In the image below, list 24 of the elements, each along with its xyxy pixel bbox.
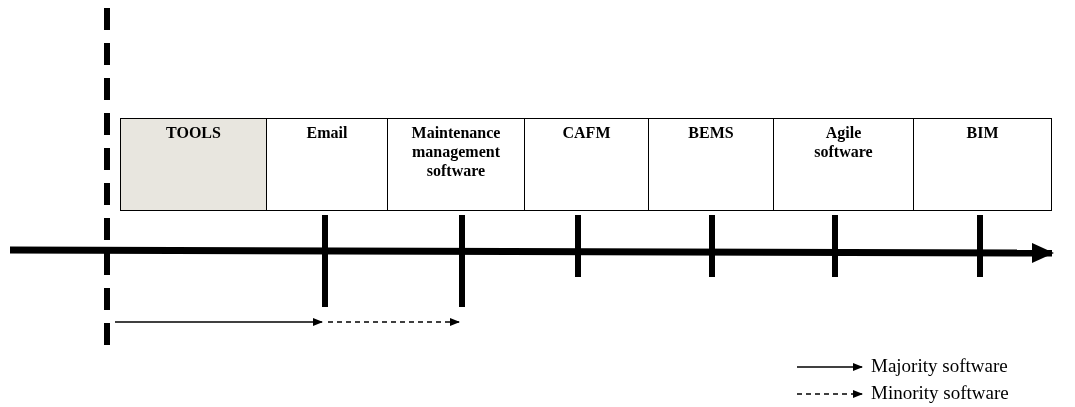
tool-label: BIM <box>966 123 999 142</box>
tool-box <box>266 118 388 211</box>
arrow <box>114 318 323 326</box>
arrow <box>327 318 460 326</box>
tick-mark <box>322 215 328 307</box>
legend-label: Majority software <box>871 355 1008 377</box>
tool-label: Maintenance management software <box>410 123 502 180</box>
tick-mark <box>832 215 838 277</box>
tool-label: TOOLS <box>166 123 221 142</box>
legend-label: Minority software <box>871 382 1009 404</box>
tool-box <box>120 118 267 211</box>
tool-box <box>773 118 914 211</box>
tool-label: Agile software <box>813 123 874 161</box>
tool-box <box>524 118 649 211</box>
tool-box <box>387 118 525 211</box>
tick-mark <box>977 215 983 277</box>
tool-label: CAFM <box>562 123 611 142</box>
tick-mark <box>459 215 465 307</box>
tool-box <box>913 118 1052 211</box>
tool-label: BEMS <box>688 123 734 142</box>
tick-mark <box>709 215 715 277</box>
tick-mark <box>575 215 581 277</box>
tool-label: Email <box>306 123 348 142</box>
tool-box <box>648 118 774 211</box>
